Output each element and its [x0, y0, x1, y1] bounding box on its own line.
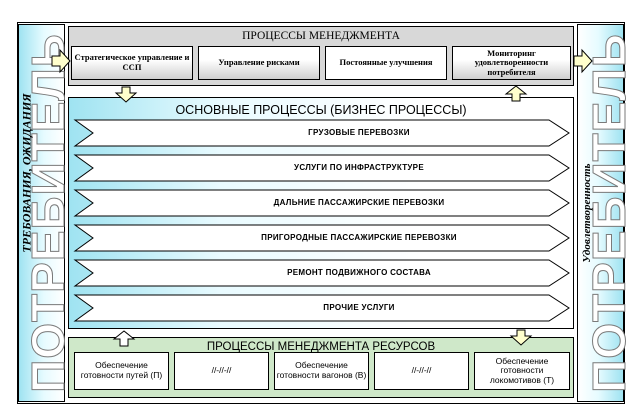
process-arrow-other	[73, 294, 570, 322]
resource-box-ditto-1-label: //-//-//	[211, 365, 232, 376]
process-label-other: ПРОЧИЕ УСЛУГИ	[323, 303, 395, 312]
management-box-monitoring-label: Мониторинг удовлетворенности потребителя	[474, 47, 549, 77]
process-label-suburban: ПРИГОРОДНЫЕ ПАССАЖИРСКИЕ ПЕРЕВОЗКИ	[261, 233, 457, 242]
resource-box-ditto-1: //-//-//	[174, 352, 269, 390]
process-arrows	[73, 119, 570, 322]
process-label-freight: ГРУЗОВЫЕ ПЕРЕВОЗКИ	[308, 128, 410, 137]
process-arrow-long-distance	[73, 189, 570, 217]
process-arrow-freight	[73, 119, 570, 147]
management-box-improvements-label: Постоянные улучшения	[339, 57, 433, 68]
arrow-core-up	[504, 85, 528, 102]
process-label-infrastructure: УСЛУГИ ПО ИНФРАСТРУКТУРЕ	[294, 163, 424, 172]
core-processes-panel: ОСНОВНЫЕ ПРОЦЕССЫ (БИЗНЕС ПРОЦЕССЫ) ГРУЗ…	[68, 97, 574, 329]
process-arrow-suburban	[73, 224, 570, 252]
management-box-strategic-label: Стратегическое управление и ССП	[74, 52, 190, 72]
resource-processes-title: ПРОЦЕССЫ МЕНЕДЖМЕНТА РЕСУРСОВ	[206, 341, 436, 353]
resource-box-locomotives-label: Обеспечение готовности локомотивов (Т)	[489, 355, 555, 385]
arrow-management-to-right	[573, 48, 593, 74]
resource-box-ditto-2-label: //-//-//	[411, 365, 432, 376]
process-arrow-infrastructure	[73, 154, 570, 182]
resource-box-tracks: Обеспечение готовности путей (П)	[74, 352, 169, 390]
process-label-long-distance: ДАЛЬНИЕ ПАССАЖИРСКИЕ ПЕРЕВОЗКИ	[273, 198, 445, 207]
management-processes-title: ПРОЦЕССЫ МЕНЕДЖМЕНТА	[242, 30, 400, 42]
management-box-monitoring: Мониторинг удовлетворенности потребителя	[452, 46, 571, 80]
resource-box-wagons-label: Обеспечение готовности вагонов (В)	[276, 360, 367, 380]
arrow-management-down	[114, 86, 138, 103]
arrow-resources-up	[112, 330, 136, 347]
left-consumer-band: ПОТРЕБИТЕЛЬ ТРЕБОВАНИЯ, ОЖИДАНИЯ	[18, 24, 74, 402]
resource-box-tracks-label: Обеспечение готовности путей (П)	[80, 360, 163, 380]
right-consumer-band: ПОТРЕБИТЕЛЬ Удовлетворенность	[577, 24, 635, 402]
resource-box-locomotives: Обеспечение готовности локомотивов (Т)	[474, 352, 570, 390]
core-processes-title: ОСНОВНЫЕ ПРОЦЕССЫ (БИЗНЕС ПРОЦЕССЫ)	[175, 103, 467, 117]
management-box-strategic: Стратегическое управление и ССП	[71, 46, 193, 80]
arrow-core-down	[509, 329, 533, 346]
management-box-risks-label: Управление рисками	[218, 57, 300, 68]
process-arrow-repair	[73, 259, 570, 287]
resource-box-wagons: Обеспечение готовности вагонов (В)	[274, 352, 369, 390]
arrow-left-to-management	[51, 48, 71, 74]
management-box-risks: Управление рисками	[198, 46, 320, 80]
resource-box-ditto-2: //-//-//	[374, 352, 469, 390]
management-box-improvements: Постоянные улучшения	[325, 46, 447, 80]
process-label-repair: РЕМОНТ ПОДВИЖНОГО СОСТАВА	[287, 268, 431, 277]
